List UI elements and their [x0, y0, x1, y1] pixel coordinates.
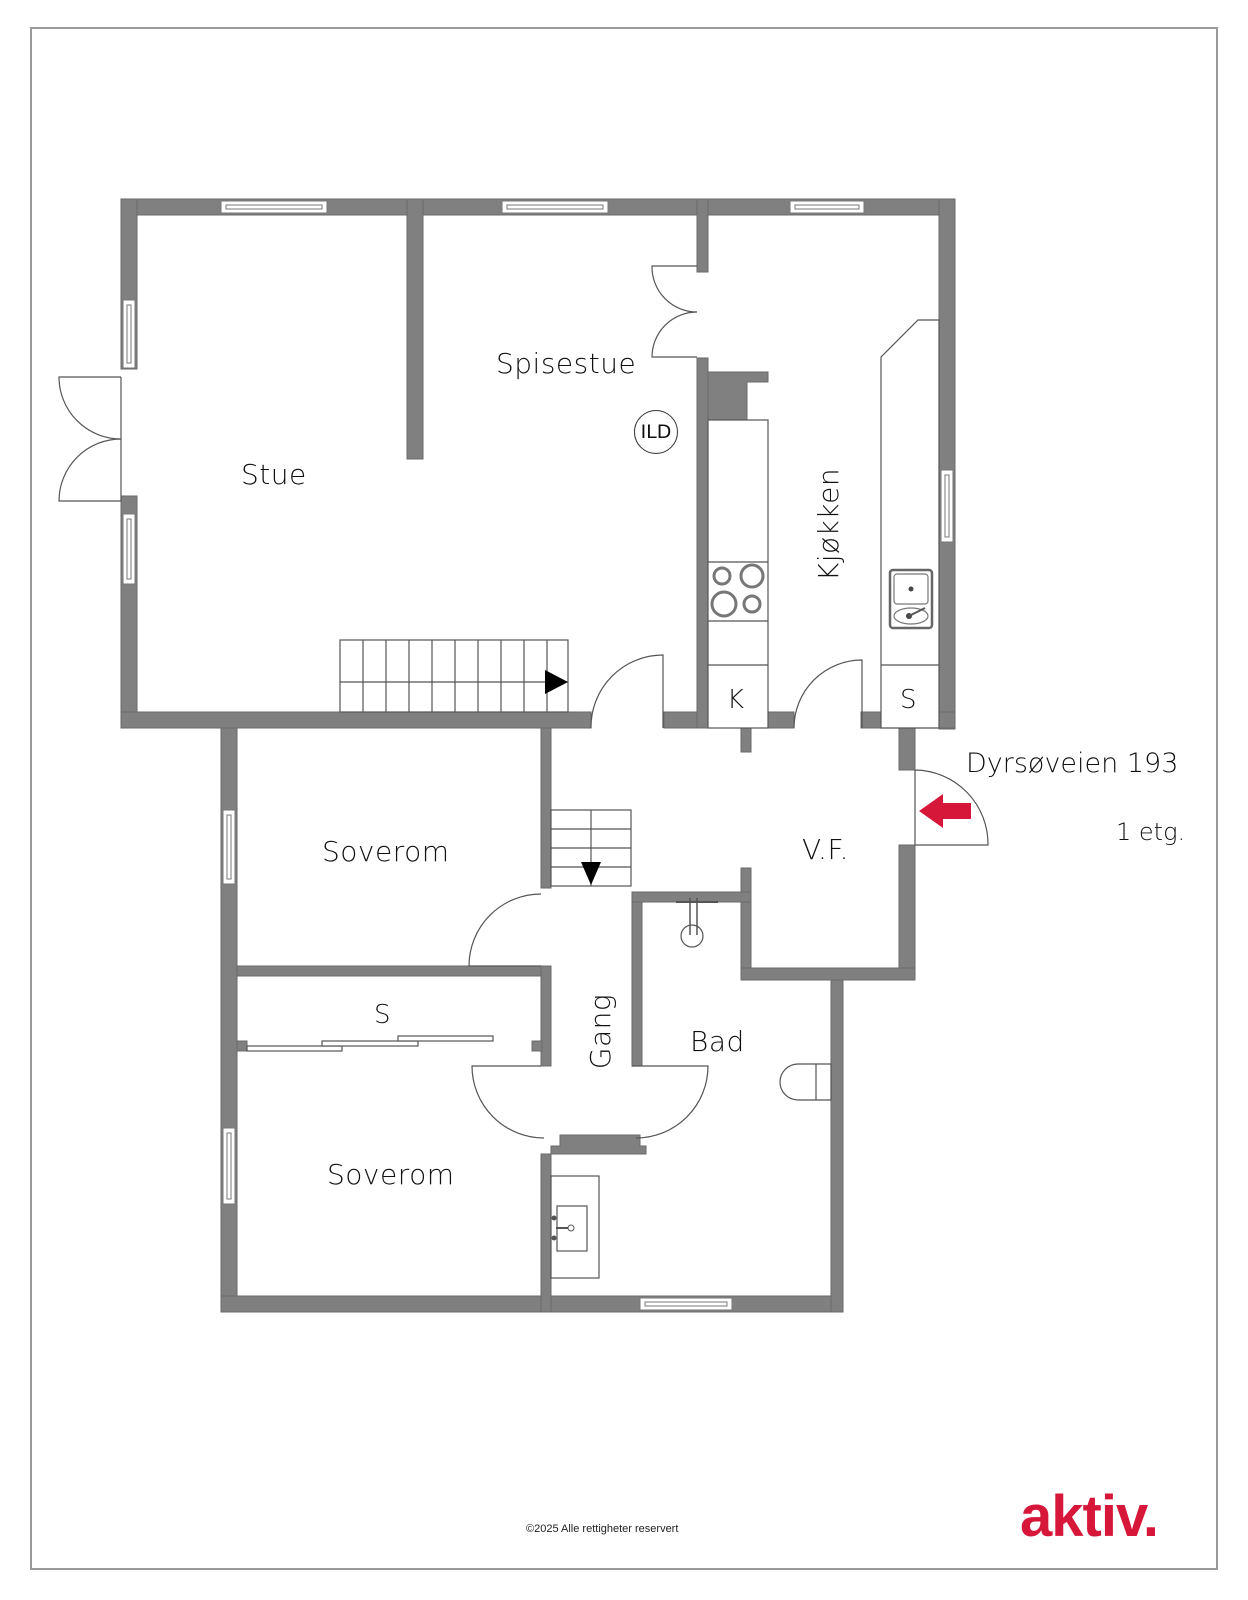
kitchen-label-s: S: [900, 685, 917, 715]
closet-post-left: [236, 1040, 248, 1052]
wall-south: [220, 1295, 844, 1313]
stairs-up-arrow-icon: [545, 670, 568, 694]
wall-gang-west-top: [540, 727, 552, 889]
wall-vf-south: [740, 967, 916, 981]
kitchen-sink-icon: [888, 568, 934, 630]
room-label-soverom-1: Soverom: [322, 835, 450, 868]
room-label-kjokken: Kjøkken: [812, 467, 846, 582]
kitchen-counters: [707, 319, 940, 729]
stove-icon: [710, 563, 765, 618]
chimney: [707, 371, 769, 421]
room-label-soverom-2: Soverom: [327, 1158, 455, 1191]
wall-bad-west: [631, 891, 643, 1067]
page-frame: [30, 27, 1218, 1570]
doors: [58, 265, 989, 1139]
room-label-stue: Stue: [241, 458, 307, 491]
wall-east-bad: [830, 979, 844, 1313]
wall-kitchen-west-top: [696, 198, 709, 273]
closet-post-right: [531, 1040, 543, 1052]
entrance-arrow-icon: [919, 794, 971, 828]
room-label-spisestue: Spisestue: [496, 347, 637, 380]
copyright-text: ©2025 Alle rettigheter reservert: [526, 1523, 679, 1535]
wall-partition-stue: [406, 198, 424, 460]
brand-logo: aktiv.: [1020, 1484, 1159, 1549]
wall-bad-north: [631, 891, 752, 903]
fireplace-symbol: ILD: [634, 410, 678, 454]
wall-vf-west: [740, 867, 752, 981]
wall-vf-east: [898, 844, 916, 981]
wall-gang-west-bottom: [540, 1153, 552, 1313]
washbasin-icon: [550, 1175, 600, 1279]
wall-stue-south: [120, 711, 592, 729]
floor-label: 1 etg.: [1116, 818, 1186, 846]
stairs-down-arrow-icon: [581, 862, 601, 885]
stairs-down: [550, 809, 632, 887]
room-label-vf: V.F.: [802, 833, 849, 866]
shower-icon: [676, 898, 718, 948]
stairs-up: [339, 639, 569, 713]
room-label-bad: Bad: [690, 1025, 745, 1058]
wall-east-kitchen: [938, 198, 956, 730]
address-label: Dyrsøveien 193: [966, 748, 1179, 779]
wall-gang-west-mid: [540, 965, 552, 1067]
wall-kitchen-west: [696, 357, 709, 729]
windows: [122, 200, 954, 1311]
closet-label-s: S: [374, 1000, 391, 1030]
closet-sliding-doors: [246, 1035, 494, 1052]
toilet-icon: [779, 1063, 832, 1101]
room-label-gang: Gang: [584, 993, 618, 1070]
wall-gang-bottom: [550, 1134, 647, 1155]
wall-bedroom-divider: [236, 965, 542, 977]
kitchen-label-k: K: [727, 685, 745, 715]
